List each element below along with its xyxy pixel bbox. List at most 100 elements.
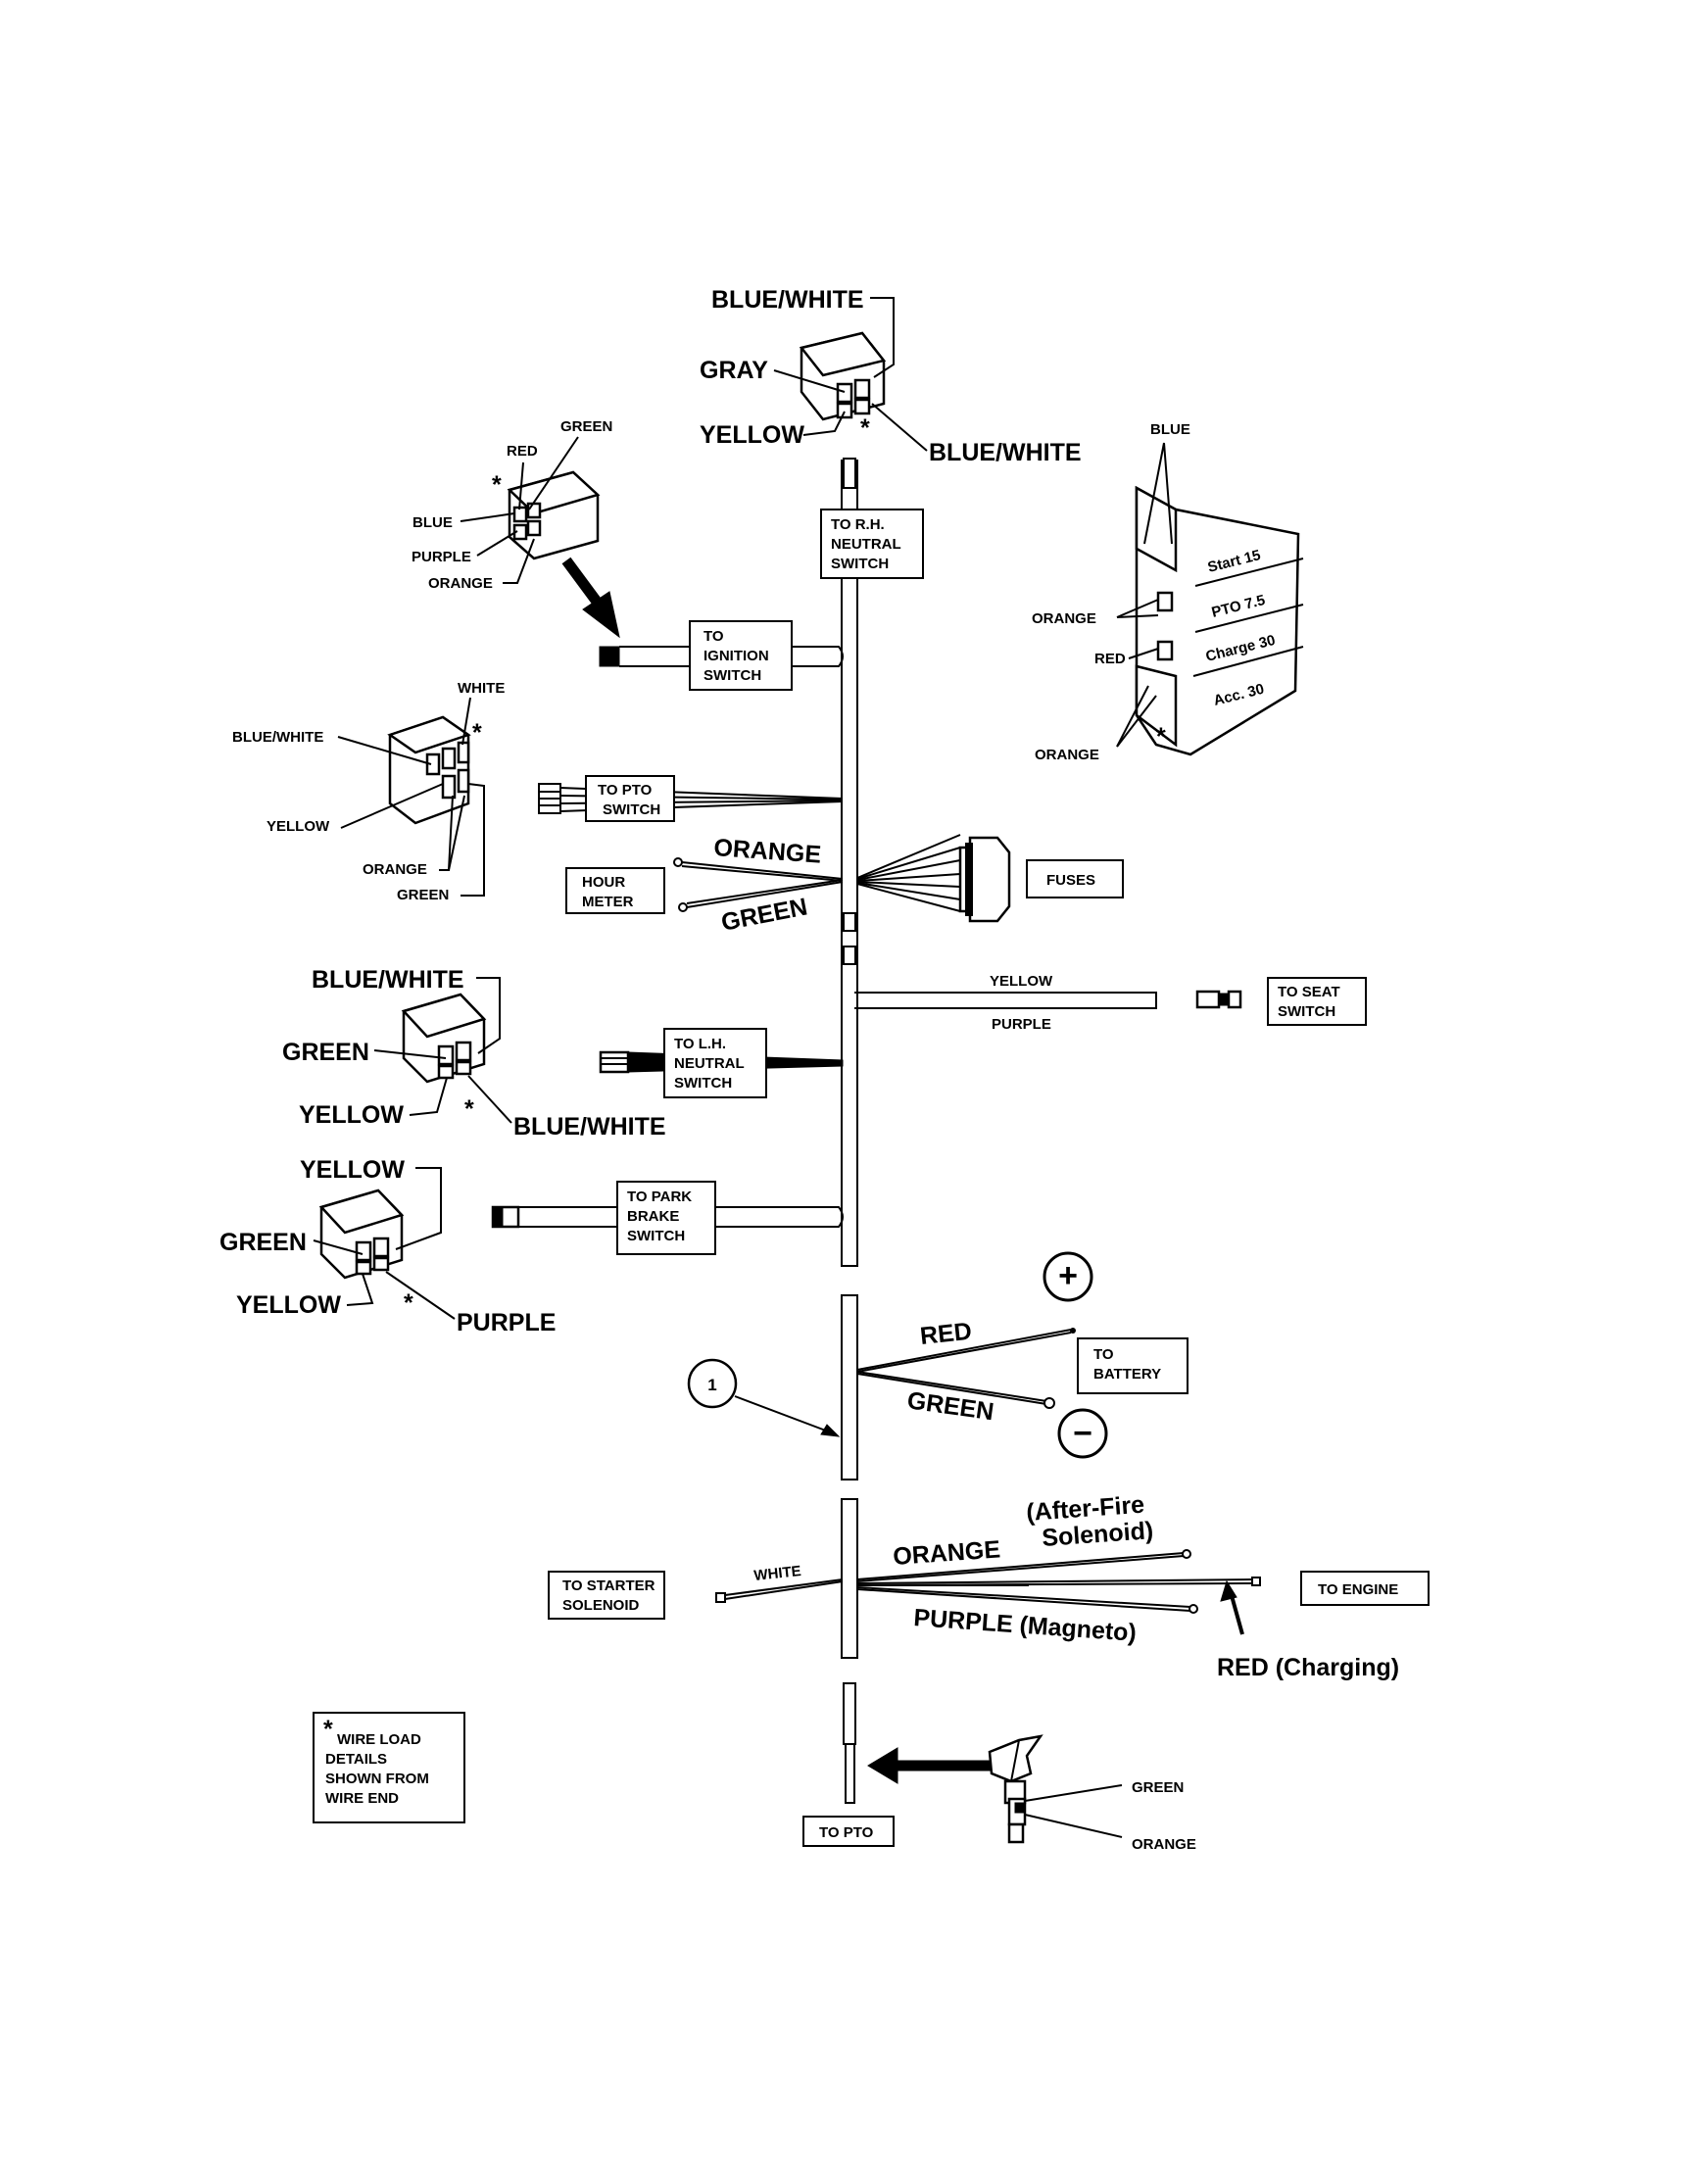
box-lh-line3: SWITCH bbox=[674, 1075, 732, 1092]
connector-park-brake: YELLOW GREEN YELLOW * PURPLE bbox=[219, 1156, 556, 1336]
box-pto-label: TO PTO bbox=[819, 1824, 874, 1841]
label-yellow-pto: YELLOW bbox=[267, 818, 330, 835]
harness-clip-1 bbox=[843, 912, 856, 932]
box-pto-switch-line2: SWITCH bbox=[603, 801, 660, 818]
label-green-park: GREEN bbox=[219, 1229, 307, 1256]
label-yellow-park-top: YELLOW bbox=[300, 1156, 405, 1184]
label-green-ign: GREEN bbox=[560, 418, 612, 435]
box-lh-line2: NEUTRAL bbox=[674, 1055, 745, 1072]
box-rh-neutral-line1: TO R.H. bbox=[831, 516, 885, 533]
label-red-charging: RED (Charging) bbox=[1217, 1654, 1399, 1681]
label-orange-fuse-1: ORANGE bbox=[1032, 610, 1096, 627]
box-rh-neutral-line3: SWITCH bbox=[831, 556, 889, 572]
box-seat-line1: TO SEAT bbox=[1278, 984, 1340, 1000]
label-red-battery: RED bbox=[919, 1318, 973, 1350]
box-hour-meter-line2: METER bbox=[582, 894, 634, 910]
label-yellow-park-bottom: YELLOW bbox=[236, 1291, 341, 1319]
box-rh-neutral: TO R.H. NEUTRAL SWITCH bbox=[820, 509, 924, 579]
label-orange-pto: ORANGE bbox=[363, 861, 427, 878]
label-purple-ign: PURPLE bbox=[412, 549, 471, 565]
harness-segment-battery bbox=[841, 1294, 858, 1480]
label-white-starter: WHITE bbox=[753, 1563, 802, 1584]
label-green-pto-clutch: GREEN bbox=[1132, 1779, 1184, 1796]
box-ignition-line2: IGNITION bbox=[703, 648, 769, 664]
asterisk-park: * bbox=[404, 1289, 413, 1317]
battery-section: + RED GREEN TO BATTERY − bbox=[856, 1251, 1189, 1459]
box-pto-switch-line1: TO PTO bbox=[598, 782, 653, 799]
label-blue-fuse: BLUE bbox=[1150, 421, 1190, 438]
asterisk-fuse: * bbox=[1156, 723, 1166, 751]
asterisk-ign: * bbox=[492, 471, 502, 499]
box-lh-line1: TO L.H. bbox=[674, 1036, 726, 1052]
label-orange-pto-clutch: ORANGE bbox=[1132, 1836, 1196, 1853]
box-battery-line2: BATTERY bbox=[1093, 1366, 1161, 1383]
label-orange-engine: ORANGE bbox=[892, 1535, 1000, 1571]
box-seat-line2: SWITCH bbox=[1278, 1003, 1335, 1020]
wire-seat-switch: YELLOW PURPLE TO SEAT SWITCH bbox=[854, 973, 1367, 1033]
note-asterisk: * bbox=[323, 1716, 333, 1743]
connector-rh-neutral: BLUE/WHITE GRAY YELLOW * BLUE/WHITE bbox=[700, 286, 1082, 466]
harness-segment-pto bbox=[843, 1682, 856, 1745]
harness-pto-end bbox=[845, 1743, 855, 1804]
box-park-line1: TO PARK bbox=[627, 1189, 692, 1205]
box-starter-line1: TO STARTER bbox=[562, 1577, 655, 1594]
label-gray: GRAY bbox=[700, 357, 768, 384]
harness-segment-engine bbox=[841, 1498, 858, 1659]
wire-fuses: FUSES bbox=[856, 834, 1124, 923]
label-orange-fuse-2: ORANGE bbox=[1035, 747, 1099, 763]
engine-section: TO STARTER SOLENOID WHITE ORANGE (After-… bbox=[548, 1491, 1430, 1681]
label-yellow-top: YELLOW bbox=[700, 421, 804, 449]
label-blue-white-pto: BLUE/WHITE bbox=[232, 729, 323, 746]
label-blue-white-lh-bottom: BLUE/WHITE bbox=[513, 1113, 666, 1141]
label-blue-white-top: BLUE/WHITE bbox=[711, 286, 864, 314]
connector-ignition: GREEN RED * BLUE PURPLE ORANGE bbox=[412, 418, 620, 639]
label-red-fuse: RED bbox=[1094, 651, 1126, 667]
main-harness bbox=[841, 458, 858, 1804]
label-yellow-lh: YELLOW bbox=[299, 1101, 404, 1129]
asterisk-lh: * bbox=[464, 1095, 474, 1123]
label-purple-seat: PURPLE bbox=[992, 1016, 1051, 1033]
wire-hour-meter: ORANGE GREEN HOUR METER bbox=[565, 834, 844, 937]
asterisk-pto: * bbox=[472, 719, 482, 747]
plus-glyph: + bbox=[1058, 1257, 1078, 1294]
label-green-lh: GREEN bbox=[282, 1039, 369, 1066]
box-fuses-label: FUSES bbox=[1046, 872, 1095, 889]
note-line4: WIRE END bbox=[325, 1790, 399, 1807]
label-yellow-seat: YELLOW bbox=[990, 973, 1053, 990]
box-park-line3: SWITCH bbox=[627, 1228, 685, 1244]
label-orange-ign: ORANGE bbox=[428, 575, 493, 592]
wire-park-brake: TO PARK BRAKE SWITCH bbox=[491, 1181, 844, 1255]
note-line2: DETAILS bbox=[325, 1751, 387, 1768]
box-battery-line1: TO bbox=[1093, 1346, 1114, 1363]
note-line3: SHOWN FROM bbox=[325, 1771, 429, 1787]
label-green-pto: GREEN bbox=[397, 887, 449, 903]
label-purple-park: PURPLE bbox=[457, 1309, 556, 1336]
label-green-battery: GREEN bbox=[905, 1386, 995, 1426]
box-rh-neutral-line2: NEUTRAL bbox=[831, 536, 901, 553]
label-purple-magneto: PURPLE (Magneto) bbox=[913, 1604, 1138, 1647]
note-box: * WIRE LOAD DETAILS SHOWN FROM WIRE END bbox=[313, 1712, 465, 1823]
harness-clip-2 bbox=[843, 946, 856, 965]
harness-top-plug bbox=[843, 458, 856, 489]
minus-symbol bbox=[1057, 1408, 1108, 1459]
callout-1-number: 1 bbox=[707, 1376, 716, 1394]
label-white-pto: WHITE bbox=[458, 680, 505, 697]
asterisk-top: * bbox=[860, 414, 870, 442]
label-orange-hour: ORANGE bbox=[713, 834, 822, 869]
fuse-block: Start 15 PTO 7.5 Charge 30 Acc. 30 BLUE … bbox=[1032, 421, 1304, 763]
label-red-ign: RED bbox=[507, 443, 538, 460]
note-line1: WIRE LOAD bbox=[337, 1731, 421, 1748]
box-park-line2: BRAKE bbox=[627, 1208, 679, 1225]
label-blue-ign: BLUE bbox=[412, 514, 453, 531]
minus-glyph: − bbox=[1073, 1415, 1092, 1452]
pto-clutch-section: GREEN ORANGE TO PTO bbox=[802, 1734, 1196, 1853]
box-starter-line2: SOLENOID bbox=[562, 1597, 640, 1614]
connector-lh-neutral: BLUE/WHITE GREEN YELLOW * BLUE/WHITE bbox=[282, 966, 666, 1141]
wire-ignition: TO IGNITION SWITCH bbox=[599, 620, 844, 691]
box-engine-label: TO ENGINE bbox=[1318, 1581, 1398, 1598]
label-blue-white-lh-top: BLUE/WHITE bbox=[312, 966, 464, 994]
plus-symbol bbox=[1043, 1251, 1093, 1302]
connector-pto-switch: WHITE * BLUE/WHITE YELLOW ORANGE GREEN bbox=[232, 680, 505, 903]
box-ignition-line1: TO bbox=[703, 628, 724, 645]
